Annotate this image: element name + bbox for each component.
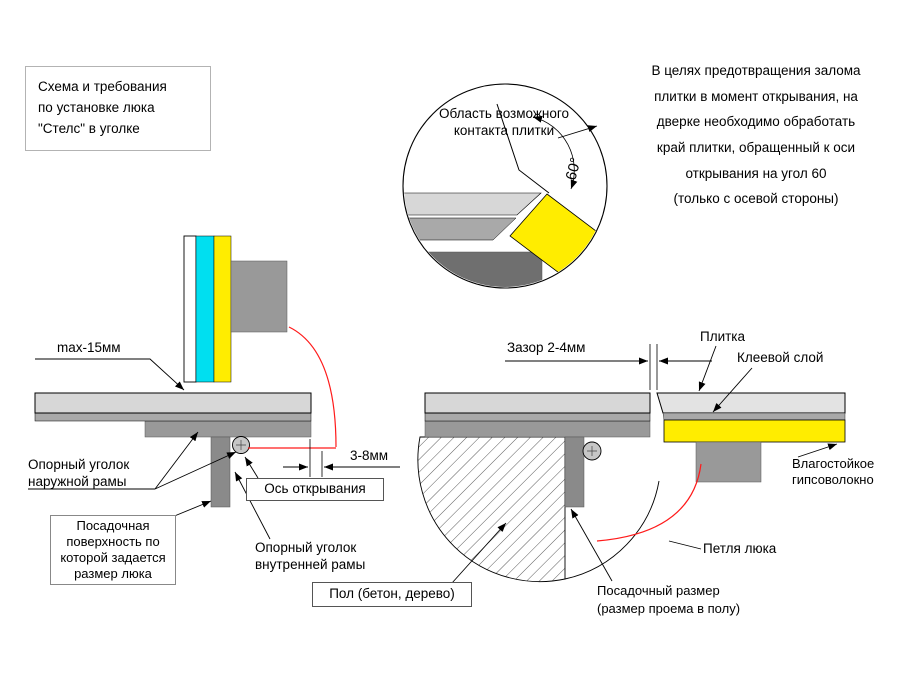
detail-label-leader [557,125,598,139]
outer-frame-angle [144,420,312,438]
tile-layer [424,392,651,414]
inner-frame-label: Опорный уголок внутренней рамы [255,540,366,572]
detail-adhesive-layer [404,217,517,241]
angle-value: 60° [563,156,585,182]
concrete-floor-hatch [417,436,566,583]
outer-frame-leader-1 [154,431,199,490]
detail-tile-layer [404,192,542,216]
gypsum-leader [797,443,838,458]
detail-caption: Область возможного контакта плитки [438,106,570,138]
outer-frame-label: Опорный уголок наружной рамы [28,457,130,489]
door-adhesive [662,412,846,421]
seating-surface-leader [171,500,212,518]
gypsum-board [663,419,846,443]
door-tile-open [183,235,197,383]
door-tile [656,392,846,414]
seat-size-leader [570,508,613,582]
inner-frame-bar [210,436,231,508]
inner-frame-leader [234,471,271,540]
hinge-cross-icon [587,446,597,456]
max-offset-label: max-15мм [57,340,121,355]
floor-leader [451,522,507,584]
max-offset-leader [35,358,185,391]
seating-surface-label: Посадочная поверхность по которой задает… [50,515,176,585]
note-text: В целях предотвращения залома плитки в м… [651,63,861,207]
door-frame-block [695,441,762,483]
tile-leader [698,345,717,392]
right-section-diagram [417,344,846,584]
left-section-diagram [28,235,400,540]
door-contact-strip [195,235,215,383]
hinge-cross-icon [236,440,246,450]
axis-label: Ось открывания [246,478,384,501]
door-frame-block [230,260,288,333]
inner-frame-bar [564,436,585,508]
outer-frame-leader-2 [154,451,237,490]
opening-path-arc [596,463,702,542]
gypsum-label: Влагостойкое гипсоволокно [792,456,875,488]
hinge-label: Петля люка [703,541,777,556]
gap-2-4-label: Зазор 2-4мм [507,340,586,355]
gap-extension-lines [649,344,658,390]
hinge-leader [668,540,702,550]
angle-arc [532,115,578,190]
door-gypsum-open [213,235,232,383]
tile-layer [34,392,312,414]
tile-label: Плитка [700,329,746,344]
gap-extension-lines [309,439,323,477]
outer-frame-angle [424,420,651,438]
opening-path-arc [288,326,337,448]
adhesive-label: Клеевой слой [737,350,824,365]
axis-leader [244,456,259,479]
adhesive-layer [424,412,651,422]
adhesive-layer [34,412,312,422]
seat-size-label: Посадочный размер (размер проема в полу) [597,583,741,616]
floor-label: Пол (бетон, дерево) [312,582,472,607]
detail-frame-block [423,251,543,287]
floor-boundary-arc [564,480,660,580]
gap-3-8-label: 3-8мм [350,448,389,463]
title-box: Схема и требования по установке люка "Ст… [25,66,211,151]
adhesive-leader [712,367,753,413]
